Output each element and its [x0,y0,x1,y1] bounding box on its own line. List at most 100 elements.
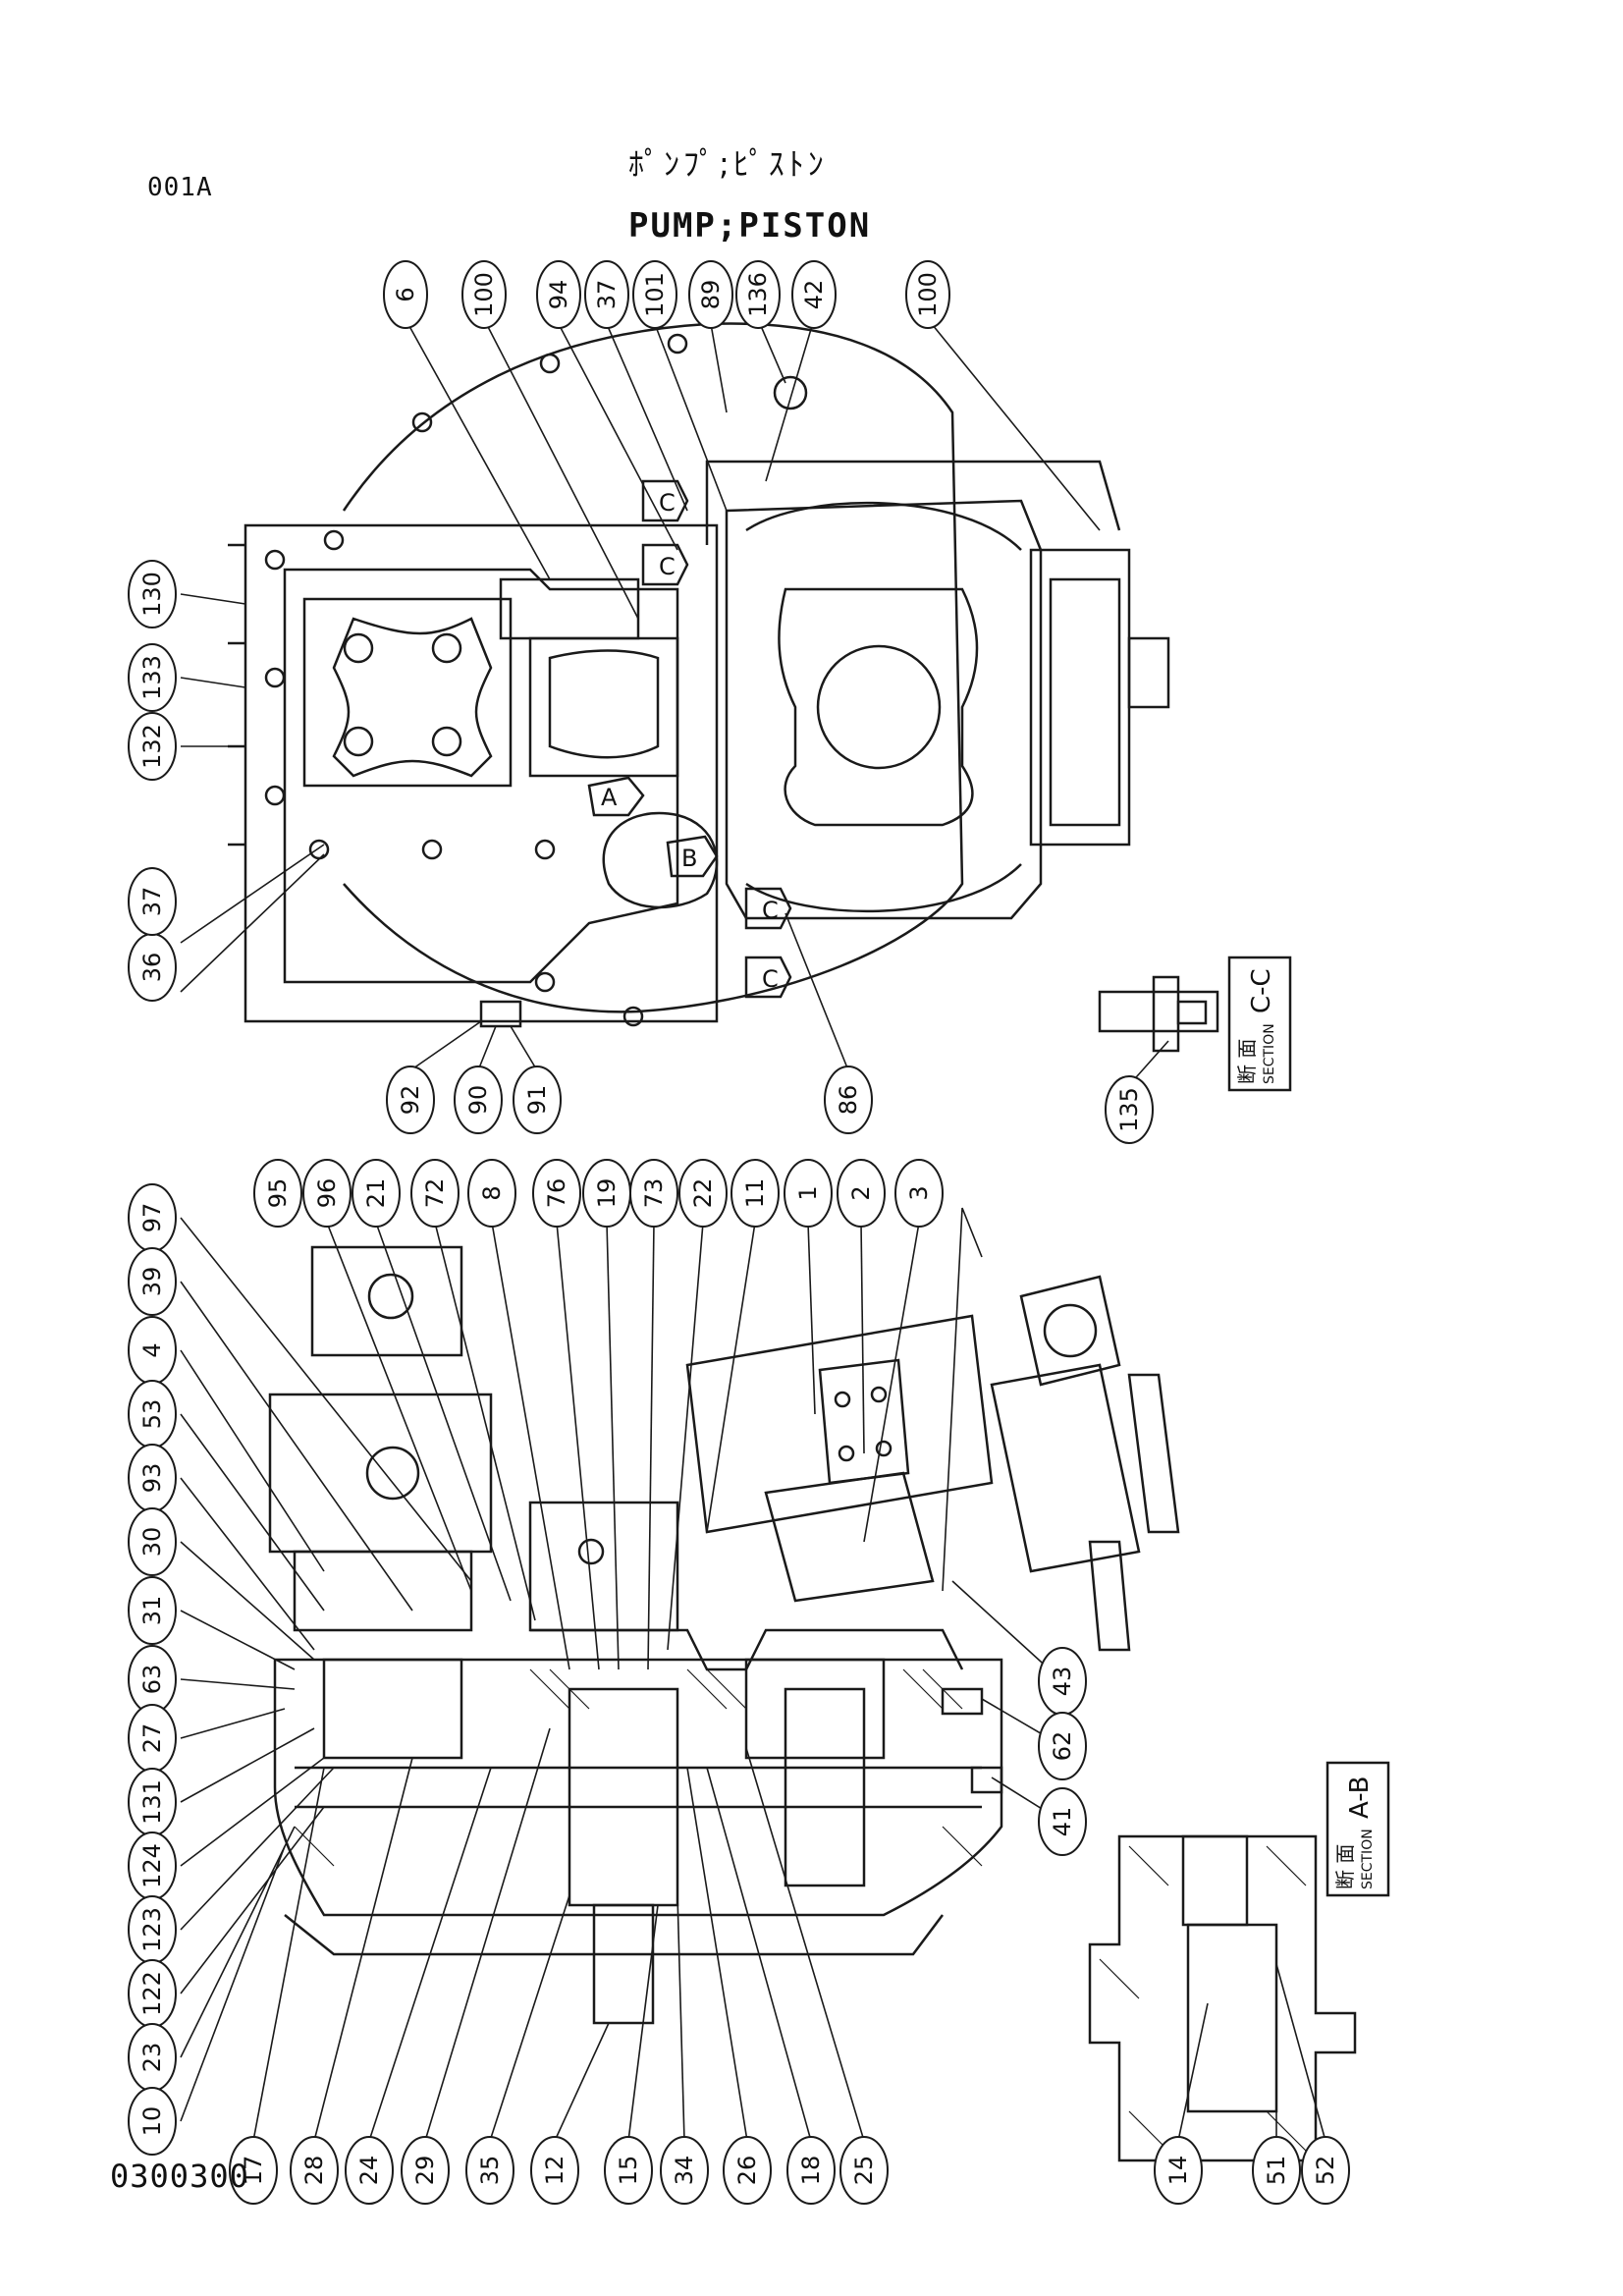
section-ab-bearing [1186,1923,1278,2113]
callout-balloon: 36 [128,933,177,1002]
gear-housing-inner [283,568,679,984]
valve-head [1019,1275,1121,1387]
bolt-hole [534,971,556,993]
coupling-bolt [343,726,374,757]
regulator-housing [685,1314,994,1534]
aux-pump-bore [365,1446,420,1501]
callout-balloon: 23 [128,2023,177,2092]
aux-pump-body [268,1393,493,1554]
callout-number: 34 [671,2156,698,2186]
mid-block-port [577,1538,605,1565]
callout-balloon: 92 [386,1066,435,1134]
callout-balloon: 12 [530,2136,579,2205]
callout-balloon: 37 [584,260,629,329]
callout-circle [229,2136,278,2205]
valve-block [1029,548,1131,847]
section-cc-drawing [1098,956,1292,1092]
callout-balloon: 8 [467,1159,516,1228]
callout-circle [461,260,507,329]
callout-balloon: 89 [688,260,733,329]
aux-pump-flange [293,1550,473,1632]
callout-balloon: 30 [128,1507,177,1576]
pump-cover-curve [745,501,1022,913]
callout-number: 52 [1312,2156,1339,2186]
callout-balloon: 135 [1105,1075,1154,1144]
eye-bolt [773,375,808,410]
arrow-a [587,776,645,817]
callout-circle [352,1159,401,1228]
callout-balloon: 132 [128,712,177,781]
callout-number: 11 [741,1178,769,1209]
regulator-bolt [875,1440,893,1457]
section-ab-drawing [1088,1761,1390,2162]
callout-circle [128,643,177,712]
callout-number: 41 [1049,1807,1076,1837]
callout-balloon: 21 [352,1159,401,1228]
callout-circle [128,560,177,629]
callout-balloon: 123 [128,1895,177,1964]
secondary-shaft [784,1687,866,1887]
callout-circle [786,2136,836,2205]
port-bore [816,644,942,770]
callout-circle [410,1159,460,1228]
callout-number: 97 [138,1203,166,1233]
section-cc-word: SECTION [1262,1023,1277,1084]
callout-circle [465,2136,514,2205]
callout-number: 90 [464,1085,492,1116]
callout-circle [632,260,677,329]
callout-balloon: 72 [410,1159,460,1228]
callout-balloon: 86 [824,1066,873,1134]
callout-balloon: 39 [128,1247,177,1316]
pilot-pipe [705,460,1121,545]
callout-circle [128,867,177,936]
callout-balloon: 100 [905,260,950,329]
callout-balloon: 131 [128,1768,177,1836]
mount-foot [284,1914,944,1956]
callout-circle [735,260,781,329]
view-arrow-letter: C [659,489,676,517]
port-opening [548,649,660,759]
callout-number: 73 [640,1178,668,1209]
valve-spool [1088,1540,1131,1652]
callout-number: 10 [138,2106,166,2137]
bolt-hole [622,1006,644,1027]
callout-circle [905,260,950,329]
callout-circle [383,260,428,329]
callout-number: 39 [138,1267,166,1297]
callout-balloon: 101 [632,260,677,329]
section-cc-label-box [1227,956,1292,1092]
callout-number: 35 [476,2156,504,2186]
arrow-c2 [641,543,689,586]
title-japanese: ﾎﾟﾝﾌﾟ;ﾋﾟｽﾄﾝ [628,145,828,183]
section-cc-kanji: 断 面 [1235,1039,1259,1084]
callout-number: 53 [138,1399,166,1430]
drain-plug [479,1000,522,1028]
callout-number: 101 [641,272,669,317]
callout-balloon: 35 [465,2136,514,2205]
callout-balloon: 37 [128,867,177,936]
section-ab-name: A-B [1345,1776,1375,1819]
callout-number: 28 [300,2156,328,2186]
callout-balloon: 51 [1252,2136,1301,2205]
arrow-c4 [744,956,792,999]
callout-circle [128,1576,177,1645]
callout-balloon: 91 [513,1066,562,1134]
callout-balloon: 31 [128,1576,177,1645]
callout-number: 96 [313,1178,341,1209]
callout-number: 42 [800,280,828,310]
callout-balloon: 6 [383,260,428,329]
callout-number: 4 [138,1342,166,1357]
callout-circle [837,1159,886,1228]
callout-number: 94 [545,280,572,310]
swash-port [778,587,979,827]
callout-circle [532,1159,581,1228]
callout-balloon: 95 [253,1159,302,1228]
callout-number: 51 [1263,2156,1290,2186]
callout-balloon: 94 [536,260,581,329]
callout-circle [454,1066,503,1134]
bolt-hole [308,839,330,860]
callout-balloon: 42 [791,260,837,329]
section-cc-nut [1176,1000,1208,1025]
callout-circle [530,2136,579,2205]
